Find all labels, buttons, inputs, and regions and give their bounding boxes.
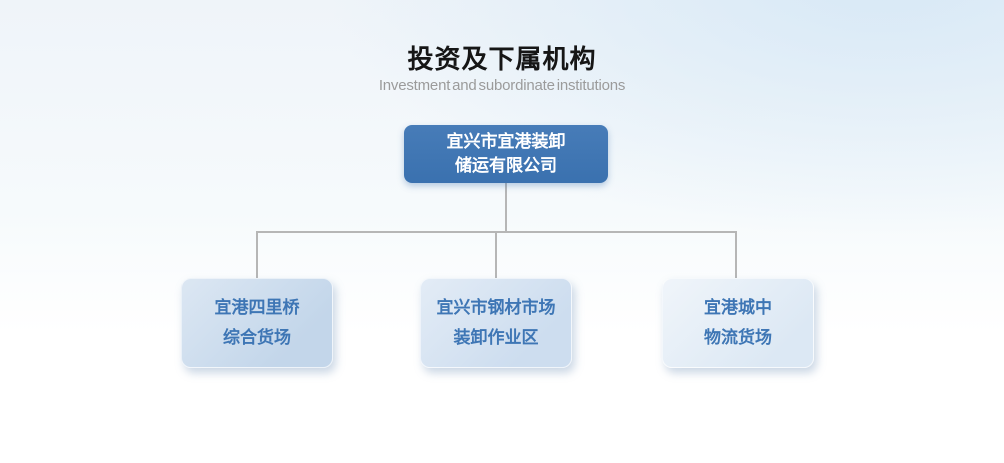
org-node-child-1: 宜港四里桥 综合货场 xyxy=(181,278,333,368)
org-node-child-3-line2: 物流货场 xyxy=(704,328,772,347)
page-header: 投资及下属机构 Investment and subordinate insti… xyxy=(0,44,1004,95)
org-node-child-2: 宜兴市钢材市场 装卸作业区 xyxy=(420,278,572,368)
org-node-child-2-line2: 装卸作业区 xyxy=(453,328,539,347)
org-node-child-2-line1: 宜兴市钢材市场 xyxy=(436,298,556,317)
org-node-root: 宜兴市宜港装卸 储运有限公司 xyxy=(404,125,608,183)
org-node-child-3: 宜港城中 物流货场 xyxy=(662,278,814,368)
connector-root-stem xyxy=(505,183,507,232)
org-node-root-line2: 储运有限公司 xyxy=(455,156,557,175)
org-node-child-3-line1: 宜港城中 xyxy=(704,298,772,317)
org-node-root-line1: 宜兴市宜港装卸 xyxy=(446,132,566,151)
connector-drop-child-3 xyxy=(735,231,737,278)
org-node-child-1-line1: 宜港四里桥 xyxy=(214,298,300,317)
page-title: 投资及下属机构 xyxy=(407,44,597,74)
page-subtitle: Investment and subordinate institutions xyxy=(378,77,626,94)
connector-drop-child-1 xyxy=(256,231,258,278)
org-node-child-1-line2: 综合货场 xyxy=(223,328,291,347)
connector-drop-child-2 xyxy=(495,231,497,278)
